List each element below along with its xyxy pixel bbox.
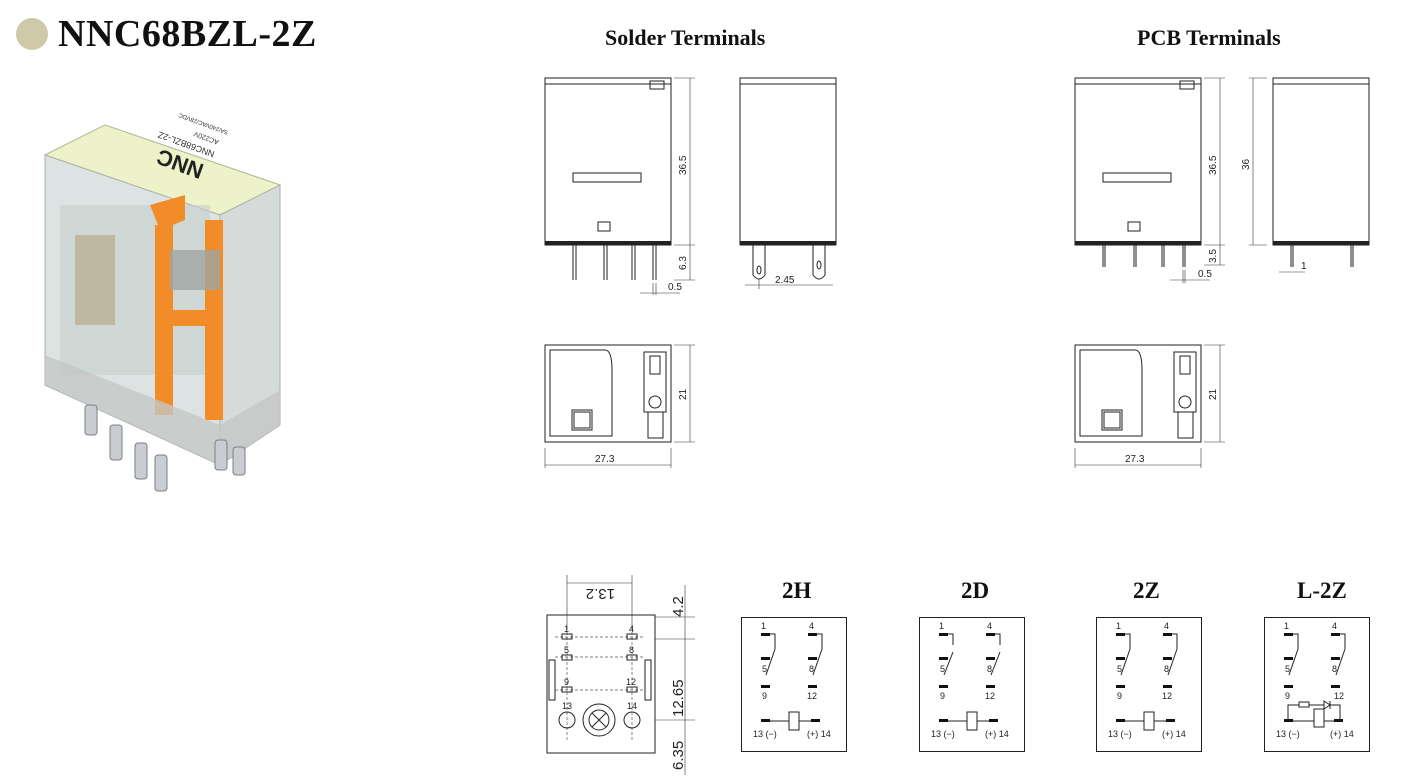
pcb-width-dim: 27.3 [1125,454,1145,465]
sch2h-pin-5: 5 [762,664,767,674]
schematic-title-2h: 2H [782,578,812,603]
pcb-terminals-heading: PCB Terminals [1137,25,1281,50]
photo-label-line1: AC220V [193,129,220,145]
product-title: NNC68BZL-2Z [58,13,317,55]
solder-width-dim: 27.3 [595,454,615,465]
footprint-top-dim: 13.2 [586,585,615,602]
sch2z-coil-pos: (+) 14 [1162,729,1186,739]
schl2z-pin-4: 4 [1332,621,1337,631]
sch2z-pin-4: 4 [1164,621,1169,631]
fp-pin-12: 12 [626,677,636,687]
schl2z-coil-pos: (+) 14 [1330,729,1354,739]
solder-height-dim: 36.5 [678,155,689,175]
sch2h-pin-9: 9 [762,691,767,701]
sch2h-pin-8: 8 [809,664,814,674]
schl2z-pin-1: 1 [1284,621,1289,631]
sch2d-pin-8: 8 [987,664,992,674]
footprint-side-c-dim: 6.35 [670,741,687,770]
schl2z-pin-12: 12 [1334,691,1344,701]
sch2z-pin-1: 1 [1116,621,1121,631]
pcb-top-view: 27.3 21 [1074,344,1225,468]
pcb-height-dim: 36.5 [1208,155,1219,175]
pcb-pin-len-dim: 3.5 [1208,249,1219,263]
sch2d-coil-neg: 13 (−) [931,729,955,739]
pcb-depth-dim: 21 [1208,388,1219,400]
solder-pitch-dim: 2.45 [775,275,795,286]
footprint-side-b-dim: 12.65 [670,679,687,717]
pcb-side-view: 36 1 [1241,77,1370,273]
bullet-dot [16,18,48,50]
sch2h-coil-pos: (+) 14 [807,729,831,739]
solder-pin-w-dim: 0.5 [668,282,682,293]
solder-top-view: 27.3 21 [544,344,695,468]
schematic-title-2z: 2Z [1133,578,1160,603]
schl2z-coil-neg: 13 (−) [1276,729,1300,739]
schl2z-pin-9: 9 [1285,691,1290,701]
schematic-l2z: 1 4 5 8 9 12 13 (−) (+) 14 [1264,617,1370,752]
product-heading: NNC68BZL-2Z [16,12,317,56]
schematic-2d: 1 4 5 8 9 12 13 (−) (+) 14 [919,617,1025,752]
sch2z-pin-8: 8 [1164,664,1169,674]
pcb-height2-dim: 36 [1241,158,1252,170]
schematic-title-2d: 2D [961,578,990,603]
footprint-side-a-dim: 4.2 [670,596,687,617]
solder-depth-dim: 21 [678,388,689,400]
sch2z-pin-12: 12 [1162,691,1172,701]
fp-pin-4: 4 [629,624,634,634]
sch2z-pin-5: 5 [1117,664,1122,674]
sch2h-pin-1: 1 [761,621,766,631]
sch2d-pin-5: 5 [940,664,945,674]
sch2d-pin-9: 9 [940,691,945,701]
schematic-2z: 1 4 5 8 9 12 13 (−) (+) 14 [1096,617,1202,752]
schl2z-pin-8: 8 [1332,664,1337,674]
solder-side-view: 2.45 [739,77,837,289]
pcb-front-view: 36.5 3.5 0.5 [1074,77,1225,283]
sch2h-pin-4: 4 [809,621,814,631]
sch2d-pin-1: 1 [939,621,944,631]
sch2z-pin-9: 9 [1117,691,1122,701]
solder-terminals-heading: Solder Terminals [605,25,766,50]
footprint-drawing: 13.2 4.2 12.65 6.35 1 4 5 8 9 12 13 14 [546,575,695,775]
schematic-2h: 1 4 5 8 9 12 13 (−) (+) 14 [741,617,847,752]
sch2d-pin-12: 12 [985,691,995,701]
sch2d-pin-4: 4 [987,621,992,631]
schematic-title-l2z: L-2Z [1297,578,1347,603]
fp-pin-5: 5 [564,645,569,655]
fp-pin-1: 1 [564,624,569,634]
sch2z-coil-neg: 13 (−) [1108,729,1132,739]
relay-photo: NNC NNC68BZL-2Z AC220V 5A/240VAC/28VDC [43,111,282,492]
fp-pin-9: 9 [564,677,569,687]
sch2h-coil-neg: 13 (−) [753,729,777,739]
pcb-pin-w-dim: 0.5 [1198,269,1212,280]
pcb-pin-d-dim: 1 [1301,261,1307,272]
photo-label-line2: 5A/240VAC/28VDC [177,111,228,135]
solder-pin-len-dim: 6.3 [678,256,689,270]
fp-pin-13: 13 [562,701,572,711]
sch2d-coil-pos: (+) 14 [985,729,1009,739]
fp-pin-14: 14 [627,701,637,711]
schl2z-pin-5: 5 [1285,664,1290,674]
solder-front-view: 36.5 6.3 0.5 [544,77,695,295]
fp-pin-8: 8 [629,645,634,655]
sch2h-pin-12: 12 [807,691,817,701]
